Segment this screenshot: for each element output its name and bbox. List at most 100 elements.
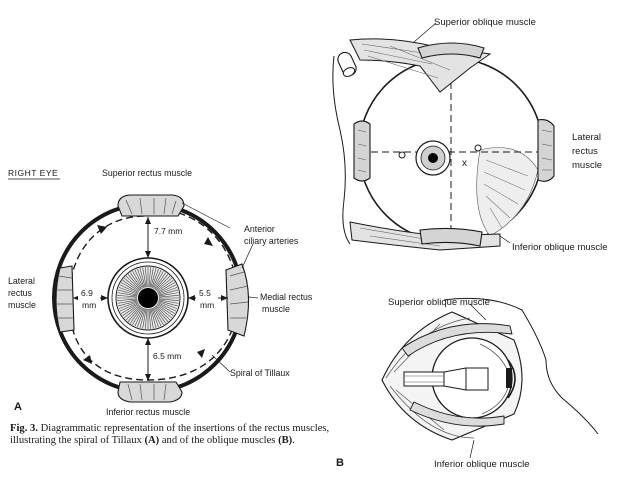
center-x-mark: x: [462, 158, 467, 169]
iris-fiber: [156, 304, 174, 317]
pupil-top: [428, 153, 438, 163]
iris-fiber: [139, 308, 146, 329]
caption-text-1: Diagrammatic representation of the inser…: [10, 423, 330, 446]
panel-b-bottom-diagram: Superior oblique muscle Inferior oblique…: [336, 297, 599, 470]
iris-fiber: [157, 302, 177, 312]
iris-fibers: [117, 267, 179, 329]
iris-fiber: [117, 289, 138, 296]
iris-fiber: [134, 269, 144, 289]
caption-ref-a: (A): [144, 435, 160, 446]
panel-a-letter: A: [14, 401, 22, 413]
spiral-arrow-icon: [83, 355, 92, 364]
iris-fiber: [158, 299, 179, 304]
superior-distance: 7.7 mm: [154, 226, 182, 236]
lateral-rectus-label-line1: Lateral: [8, 276, 35, 286]
iris-fiber: [117, 292, 138, 297]
iris-fiber: [122, 279, 140, 292]
spiral-arrow-icon: [204, 237, 213, 246]
iris-fiber: [149, 267, 154, 288]
panel-b-top-diagram: x Superior oblique muscle Lateral rectus…: [332, 17, 608, 253]
iris-fiber: [154, 306, 167, 324]
panel-a: RIGHT EYE: [8, 168, 313, 417]
iris-fiber: [153, 271, 164, 289]
iris-fiber: [158, 294, 179, 298]
iris-fiber: [148, 267, 152, 288]
pupil: [138, 288, 158, 308]
iris-fiber: [158, 287, 178, 295]
iris-fiber: [157, 303, 175, 314]
iris-fiber: [155, 305, 171, 321]
limbus-ring: [111, 261, 185, 335]
iris-fiber: [156, 279, 174, 292]
iris-fiber: [132, 271, 143, 289]
iris-fiber: [117, 294, 138, 298]
iris-fiber: [157, 282, 175, 293]
iris-fiber: [158, 289, 179, 296]
iris-fiber: [155, 275, 171, 291]
lateral-rectus-b-line3: muscle: [572, 160, 602, 171]
marker-dot-left: [398, 151, 406, 159]
iris-fiber: [152, 307, 162, 327]
iris-fiber: [124, 277, 140, 292]
iris-fiber: [129, 272, 142, 290]
figure-caption: Fig. 3. Diagrammatic representation of t…: [10, 423, 340, 447]
lateral-rectus-insertion: [55, 265, 75, 333]
right-eye-label: RIGHT EYE: [8, 168, 58, 178]
iris-fiber: [122, 304, 140, 317]
iris-fiber: [154, 306, 169, 322]
inferior-rectus-insertion: [117, 381, 183, 403]
iris-fiber: [118, 301, 138, 309]
medial-rectus-label-line2: muscle: [262, 304, 290, 314]
iris-fiber: [134, 307, 144, 327]
iris-fiber: [156, 277, 172, 292]
medial-distance-value: 5.5: [199, 288, 211, 298]
iris-fiber: [121, 282, 139, 293]
iris-fiber: [137, 308, 145, 328]
iris-fiber: [127, 274, 142, 290]
iris-fiber: [124, 304, 140, 319]
iris-fiber: [158, 301, 178, 309]
medial-distance-unit: mm: [200, 300, 214, 310]
iris-fiber: [149, 308, 154, 329]
iris-fiber: [121, 303, 139, 314]
leader-lines: [181, 202, 259, 373]
lateral-rectus-b-line1: Lateral: [572, 132, 601, 143]
iris-fiber: [119, 302, 139, 312]
iris-fiber: [153, 307, 164, 325]
lateral-rectus-label-line2: rectus: [8, 288, 33, 298]
superior-oblique-label-bottom: Superior oblique muscle: [388, 297, 490, 308]
iris-fiber: [139, 267, 146, 288]
iris-fiber: [127, 306, 142, 322]
caption-figure-label: Fig. 3.: [10, 423, 38, 434]
iris-fiber: [151, 308, 159, 328]
iris-fiber: [150, 267, 157, 288]
iris-fiber: [142, 308, 147, 329]
superior-rectus-insertion: [117, 194, 185, 217]
iris-fiber: [154, 272, 167, 290]
iris-fiber: [119, 284, 139, 294]
caption-ref-b: (B): [278, 435, 293, 446]
inferior-distance: 6.5 mm: [153, 351, 181, 361]
lateral-rectus-label-line3: muscle: [8, 300, 36, 310]
anterior-ciliary-label-line1: Anterior: [244, 224, 275, 234]
iris-fiber: [144, 267, 148, 288]
inferior-rectus-label: Inferior rectus muscle: [106, 407, 190, 417]
caption-text-3: .: [292, 435, 295, 446]
iris-fiber: [150, 308, 157, 329]
spiral-arrow-icon: [97, 225, 107, 234]
lateral-distance-unit: mm: [82, 300, 96, 310]
spiral-arrow-icon: [197, 349, 205, 358]
caption-text-2: and of the oblique muscles: [159, 435, 279, 446]
lateral-distance-value: 6.9: [81, 288, 93, 298]
iris-fiber: [125, 305, 141, 321]
panel-b-letter: B: [336, 457, 344, 469]
iris-fiber: [132, 307, 143, 325]
iris-fiber: [137, 268, 145, 288]
iris-fiber: [158, 292, 179, 297]
iris-fiber: [142, 267, 147, 288]
medial-rectus-insertion: [225, 263, 250, 337]
anterior-ciliary-label-line2: ciliary arteries: [244, 236, 299, 246]
spiral-of-tillaux-label: Spiral of Tillaux: [230, 368, 290, 378]
iris-fiber: [117, 298, 138, 302]
inferior-oblique-label-top: Inferior oblique muscle: [512, 242, 608, 253]
